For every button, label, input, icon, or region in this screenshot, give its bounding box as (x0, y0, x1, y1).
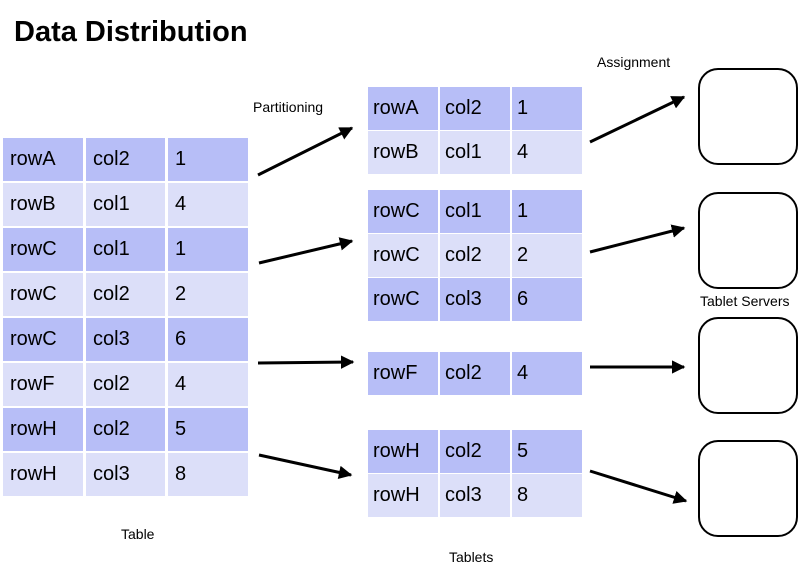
table-cell: 4 (168, 363, 248, 406)
table-cell: 1 (512, 190, 582, 233)
tablet-server-box-2 (698, 192, 798, 289)
table-cell: 1 (512, 87, 582, 130)
table-cell: 6 (168, 318, 248, 361)
table-cell: rowF (3, 363, 83, 406)
table-cell: rowC (368, 278, 438, 321)
table-cell: col2 (86, 408, 165, 451)
table-cell: 8 (512, 474, 582, 517)
partition-arrow-2 (258, 237, 354, 265)
table-cell: rowF (368, 352, 438, 395)
tablet-server-box-1 (698, 68, 798, 165)
table-cell: col1 (440, 190, 510, 233)
tablet-server-box-3 (698, 317, 798, 414)
table-cell: col1 (86, 228, 165, 271)
table-cell: col2 (440, 234, 510, 277)
table-cell: 4 (512, 352, 582, 395)
table-cell: col2 (86, 273, 165, 316)
table-cell: col1 (440, 131, 510, 174)
table-cell: col3 (440, 474, 510, 517)
table-cell: col2 (440, 87, 510, 130)
table-cell: 4 (512, 131, 582, 174)
table-cell: 1 (168, 228, 248, 271)
table-cell: 5 (168, 408, 248, 451)
table-cell: 5 (512, 430, 582, 473)
assignment-arrow-2 (589, 224, 686, 254)
partition-arrow-4 (258, 453, 353, 480)
table-cell: 8 (168, 453, 248, 496)
table-cell: 2 (168, 273, 248, 316)
table-cell: 2 (512, 234, 582, 277)
table-cell: rowA (368, 87, 438, 130)
table-label: Table (121, 526, 155, 542)
table-cell: rowC (368, 190, 438, 233)
table-cell: rowH (368, 430, 438, 473)
table-cell: col3 (86, 318, 165, 361)
assignment-arrow-4 (589, 469, 688, 504)
partition-arrow-1 (257, 126, 354, 177)
table-cell: rowC (3, 318, 83, 361)
table-cell: rowH (3, 408, 83, 451)
partition-arrow-3 (257, 355, 355, 369)
table-cell: 4 (168, 183, 248, 226)
table-cell: rowA (3, 138, 83, 181)
table-cell: col3 (86, 453, 165, 496)
table-cell: rowC (3, 273, 83, 316)
table-cell: 6 (512, 278, 582, 321)
table-cell: rowC (368, 234, 438, 277)
tablet-server-box-4 (698, 440, 798, 537)
table-cell: col3 (440, 278, 510, 321)
tablet-servers-label: Tablet Servers (700, 293, 790, 309)
table-cell: rowB (368, 131, 438, 174)
table-cell: 1 (168, 138, 248, 181)
tablets-label: Tablets (449, 549, 494, 565)
assignment-label: Assignment (597, 54, 671, 70)
table-cell: col2 (86, 138, 165, 181)
table-cell: rowB (3, 183, 83, 226)
table-cell: col1 (86, 183, 165, 226)
table-cell: col2 (86, 363, 165, 406)
assignment-arrow-1 (589, 95, 686, 144)
table-cell: rowC (3, 228, 83, 271)
partitioning-label: Partitioning (253, 99, 324, 115)
table-cell: rowH (3, 453, 83, 496)
table-cell: col2 (440, 430, 510, 473)
table-cell: rowH (368, 474, 438, 517)
page-title: Data Distribution (14, 16, 248, 48)
table-cell: col2 (440, 352, 510, 395)
